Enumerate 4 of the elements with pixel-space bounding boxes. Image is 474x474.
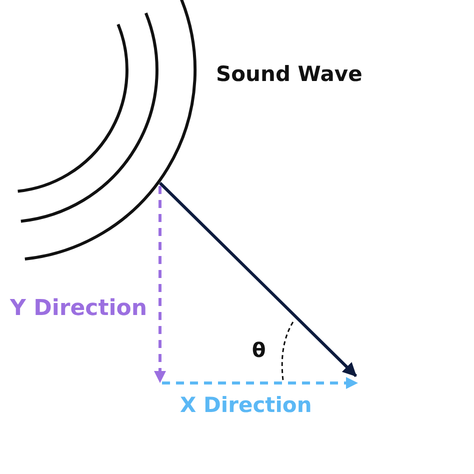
angle-label: θ: [252, 340, 266, 360]
wave-label: Sound Wave: [216, 64, 362, 85]
axis-label: X Direction: [180, 395, 312, 416]
axis-label: Y Direction: [10, 298, 148, 320]
